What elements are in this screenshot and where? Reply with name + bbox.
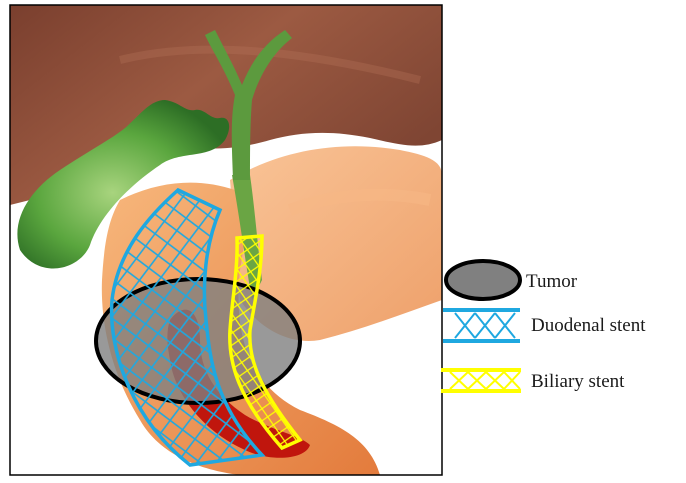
legend-label-biliary-stent: Biliary stent [531,371,625,392]
duodenal-stent-mesh-icon [443,310,520,341]
biliary-stent-mesh-icon [441,370,521,391]
legend-item-tumor: Tumor [446,261,578,299]
legend-item-biliary-stent: Biliary stent [441,370,625,392]
legend: Tumor Duodenal stent Biliary stent [441,261,646,392]
legend-label-tumor: Tumor [526,271,578,292]
legend-label-duodenal-stent: Duodenal stent [531,315,646,336]
tumor-ellipse-icon [446,261,520,299]
legend-item-duodenal-stent: Duodenal stent [443,310,646,341]
